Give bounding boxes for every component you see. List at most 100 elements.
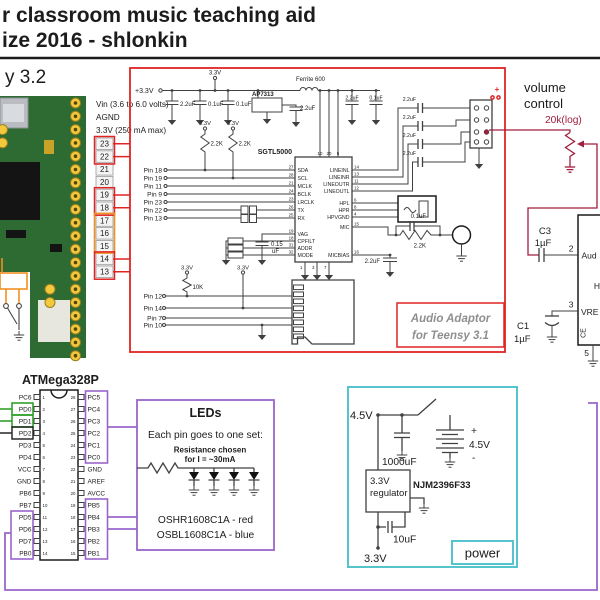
battery-plus: + [471,426,477,437]
led-resistor-icon [137,461,254,475]
chip-pin-num: 10 [318,151,323,156]
chip-pin-num: 21 [289,181,294,186]
right-pc-group [84,390,109,464]
chip-pin-num: 31 [289,243,294,248]
chip-pin-num: 8 [354,205,357,210]
key-switch-ground-icon [13,330,25,341]
teensy-section: y 3.2 Vin (3.6 to 6.0 volts) AGND 3.3V (… [0,67,169,362]
pin-num: 20 [71,491,76,496]
pin-ref: Pin 12 [144,293,163,300]
power-3v3-out: 3.3V [364,553,387,565]
chip-pin-num: 32 [289,250,294,255]
chip-pin-label: LRCLK [298,200,315,206]
pin-label: PB2 [88,538,101,545]
chip-pin-label: MCLK [298,184,313,190]
cap-label: 2.2uF [300,106,316,112]
chip-pin-num: 24 [289,189,294,194]
mic-circuit [352,221,472,262]
pin-label: PC0 [88,454,101,461]
volume-control: volume control 20k(log) [489,80,598,256]
amp-pin3: 3 [569,300,574,310]
cap-label: 0.1uF [369,96,382,102]
chip-pin-num: 12 [354,186,359,191]
leds-note2: for I = ~30mA [185,455,236,464]
atmega-section: ATMega328P PC6 PD0 PD1 PD2 PD3 PD4 VCC G… [0,373,598,591]
teensy-pin: 17 [100,216,109,225]
pin-num: 25 [71,431,76,436]
pin-label: PB5 [88,502,101,509]
leds-box [136,399,275,551]
atmega-chip [39,389,79,561]
pullup-resistor-icon [199,130,211,170]
audio-adaptor-section: +3.3V Ferrite 600 3.3V 2.2uF 0.1uF 0.1uF… [129,67,506,353]
teensy-pin: 20 [100,178,109,187]
cap-label: 2.2uF [403,133,416,139]
regulator-label2: regulator [370,488,408,499]
amp-pin5: 5 [584,348,589,358]
pin-ref: Pin 11 [144,183,162,190]
pin-ref: Pin 10 [144,322,163,329]
chip-pin-num: 6 [354,198,357,203]
atmega-pin-squares [33,394,85,556]
pin-label: PD3 [19,442,32,449]
microsd-icon [291,279,355,345]
pullup-value: 2.2K [239,142,251,148]
pin-label: GND [88,466,103,473]
pin-label: PC2 [88,430,101,437]
pin-ref: Pin 22 [144,207,163,214]
led-red-part: OSHR1608C1A - red [158,515,253,526]
note-line2: for Teensy 3.1 [412,330,489,342]
volume-label2: control [524,96,563,111]
pin-num: 4 [43,431,46,436]
switch-icon [417,398,437,416]
teensy-pin: 21 [100,165,109,174]
atmega-right-labels: PC5 PC4 PC3 PC2 PC1 PC0 GND AREF AVCC PB… [88,394,106,557]
component1 [6,230,26,238]
pin-num: 18 [71,515,76,520]
key-connector-box [0,272,28,290]
pot-value: 20k(log) [545,115,582,126]
c3-label: C3 [539,226,551,237]
c3-value: 1µF [535,238,552,249]
chip-pin-num: 13 [354,172,359,177]
pin-label: VCC [18,466,32,473]
chip-pin-label: HPVGND [327,215,349,221]
pin-label: PB6 [19,490,32,497]
pin-num: 6 [43,455,46,460]
chip-pin-num: 18 [289,236,294,241]
pin-num: 7 [43,467,46,472]
pin-label: PC3 [88,418,101,425]
pin-label: PB3 [88,526,101,533]
pin-ref: Pin 13 [144,215,163,222]
board-label-area [38,300,70,342]
chip-pin-num: 19 [289,229,294,234]
volume-label1: volume [524,80,566,95]
audio-box [129,67,506,353]
c1-label: C1 [517,321,529,332]
chip-pin-label: LINEOUTL [324,189,349,195]
ap7313-label: AP7313 [252,92,274,98]
teensy-pin: 14 [100,255,109,264]
pin-label: PB4 [88,514,101,521]
chip-pin-label: LINEINL [330,168,350,174]
pullup-3v3: 3.3V [199,121,211,127]
pin-num: 16 [71,539,76,544]
page-title-line2: ize 2016 - shlonkin [2,29,188,52]
vag-cap-label: 0.15 [271,242,283,248]
vag-cap-label2: uF [272,249,279,255]
teensy-agnd-label: AGND [96,113,120,122]
pin-label: AVCC [88,490,106,497]
atmega-right-numbers: 28 27 26 25 24 23 22 21 20 19 18 17 16 1… [71,395,76,556]
page-title-line1: r classroom music teaching aid [2,4,316,27]
audio-amp: C3 1µF 2 Aud H 3 VRE CE C1 1µF 5 [514,214,600,367]
power-wires [377,398,464,470]
power-section: 4.5V 1000uF + 4.5V - 3.3V regulator NJM2… [347,386,518,568]
chip-pin-num: 15 [354,222,359,227]
pin-group-14-13 [93,251,116,280]
supply-3v3-top: 3.3V [209,71,221,77]
teensy-pin: 19 [100,191,109,200]
key-switch-icon [3,303,22,330]
c1-value: 1µF [514,334,531,345]
teensy-vin-label: Vin (3.6 to 6.0 volts) [96,100,169,109]
line-caps-wires [352,103,470,192]
